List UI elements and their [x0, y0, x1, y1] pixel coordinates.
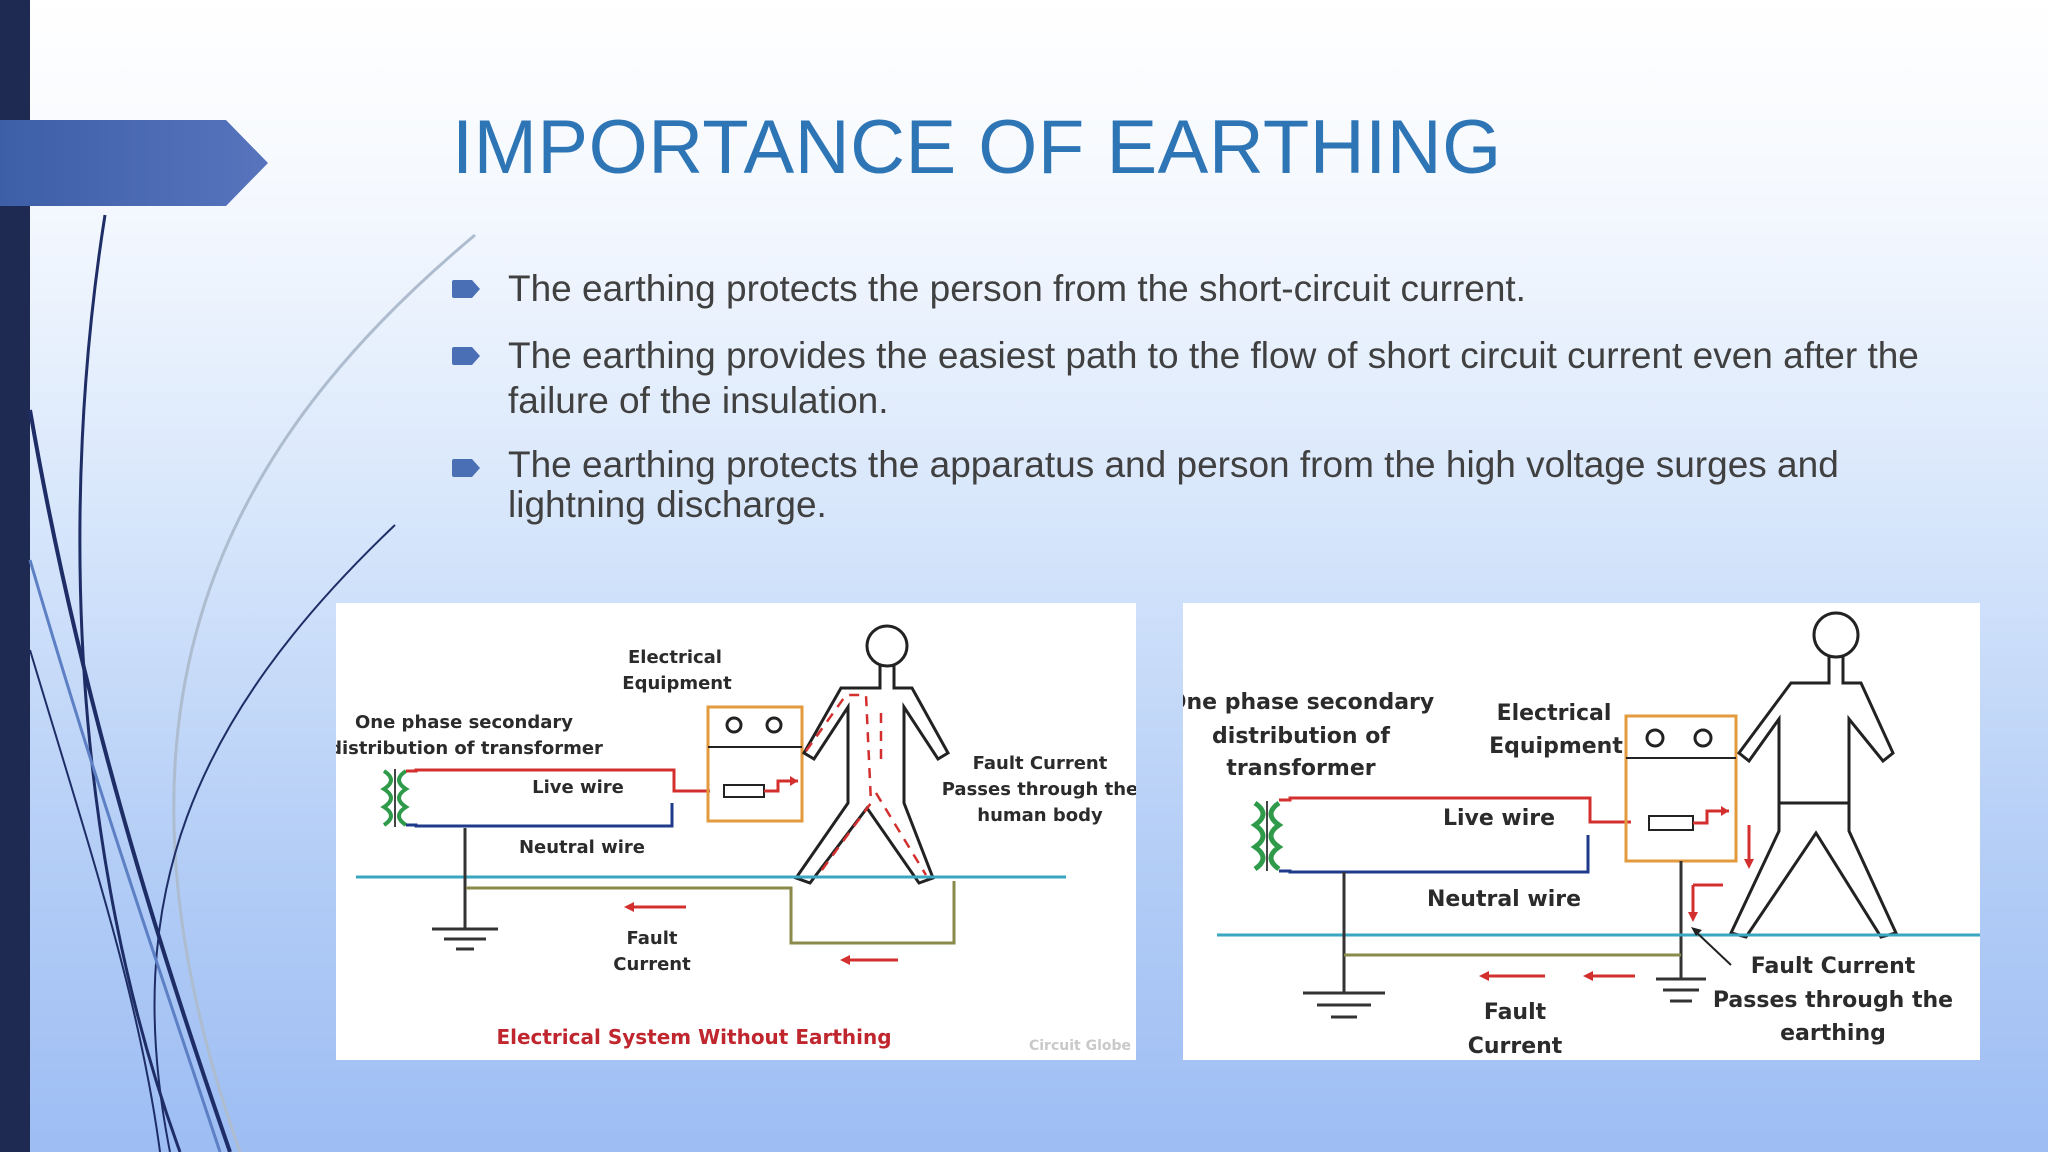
transformer-coil-icon	[1250, 800, 1284, 872]
fault-current-label: Fault	[1484, 1000, 1547, 1025]
ground-symbol-icon	[432, 927, 498, 951]
arrow-bullet-icon	[452, 280, 480, 298]
live-wire-label: Live wire	[1443, 806, 1555, 831]
equipment-label: Electrical	[1497, 701, 1612, 726]
human-figure-icon	[793, 624, 951, 885]
ground-symbol-icon	[1656, 977, 1706, 1003]
fuse-icon	[723, 784, 765, 798]
transformer-label: One phase secondary	[1183, 690, 1434, 715]
transformer-label: distribution of	[1212, 724, 1390, 749]
neutral-wire-label: Neutral wire	[1427, 887, 1581, 912]
fault-current-arrows	[804, 693, 928, 879]
transformer-label: transformer	[1226, 756, 1375, 781]
human-figure-icon	[1728, 611, 1899, 939]
arrow-bullet-icon	[452, 459, 480, 477]
bullet-text: The earthing protects the person from th…	[508, 268, 1526, 309]
fault-current-label: Current	[613, 954, 691, 975]
earth-fault-label: Passes through the	[1713, 988, 1953, 1013]
transformer-label: One phase secondary	[355, 712, 573, 733]
equipment-box	[1624, 714, 1738, 863]
body-fault-label: Passes through the	[942, 779, 1136, 800]
arrow-bullet-icon	[452, 347, 480, 365]
equipment-label: Equipment	[622, 673, 732, 694]
transformer-label: distribution of transformer	[336, 738, 603, 759]
diagram-with-earthing: One phase secondary distribution of tran…	[1183, 603, 1980, 1060]
equipment-box	[706, 705, 804, 823]
title-arrow-tab	[0, 120, 268, 206]
transformer-coil-icon	[380, 769, 410, 827]
fault-current-label: Fault	[627, 928, 678, 949]
body-fault-label: Fault Current	[973, 753, 1108, 774]
decorative-swoosh-lines	[28, 214, 476, 1152]
fuse-icon	[1648, 815, 1694, 831]
bullet-item: The earthing provides the easiest path t…	[452, 333, 1932, 423]
earth-fault-label: earthing	[1780, 1021, 1886, 1046]
body-fault-label: human body	[977, 805, 1103, 826]
live-wire-label: Live wire	[532, 777, 624, 798]
bullet-text: The earthing protects the apparatus and …	[508, 444, 1839, 525]
diagram-caption: Electrical System Without Earthing	[496, 1025, 891, 1049]
bullet-list: The earthing protects the person from th…	[452, 266, 1932, 547]
fault-current-label: Current	[1468, 1034, 1563, 1059]
watermark: Circuit Globe	[1029, 1038, 1131, 1054]
slide-title: IMPORTANCE OF EARTHING	[452, 105, 1502, 190]
ground-symbol-icon	[1303, 991, 1385, 1019]
diagram-without-earthing: Electrical Equipment One phase secondary…	[336, 603, 1136, 1060]
equipment-label: Equipment	[1489, 734, 1623, 759]
bullet-item: The earthing protects the apparatus and …	[452, 445, 1932, 525]
neutral-wire-label: Neutral wire	[519, 837, 645, 858]
bullet-item: The earthing protects the person from th…	[452, 266, 1932, 311]
earth-fault-label: Fault Current	[1751, 954, 1916, 979]
bullet-text: The earthing provides the easiest path t…	[508, 335, 1919, 421]
equipment-label: Electrical	[628, 647, 722, 668]
